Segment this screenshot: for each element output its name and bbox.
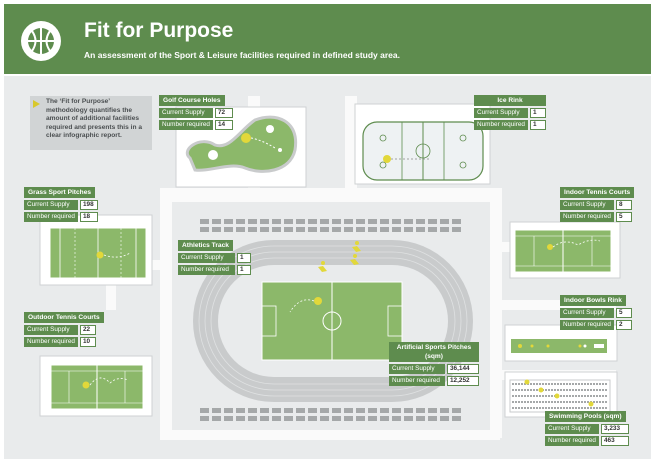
- bowls-rink-icon: [511, 339, 607, 353]
- artificial-required-value: 12,252: [447, 376, 479, 386]
- grass-pitch-icon: [49, 227, 147, 279]
- bowls-required-label: Number required: [560, 320, 614, 330]
- golf-required-value: 14: [215, 120, 233, 130]
- swimming-required-value: 463: [601, 436, 629, 446]
- outdoor-tennis-supply-value: 22: [80, 325, 96, 335]
- athletics-supply-label: Current Supply: [178, 253, 235, 263]
- indoor-tennis-required-value: 5: [616, 212, 632, 222]
- stadium-seating: [200, 219, 461, 421]
- athletics-required-label: Number required: [178, 265, 235, 275]
- athletics-card-title: Athletics Track: [178, 240, 233, 251]
- indoor-tennis-supply-value: 8: [616, 200, 632, 210]
- page-title: Fit for Purpose: [84, 19, 234, 42]
- intro-text: The ‘Fit for Purpose’ methodology quanti…: [46, 98, 142, 140]
- athletics-supply-value: 1: [237, 253, 251, 263]
- grass-required-value: 18: [80, 212, 98, 222]
- ice-required-value: 1: [530, 120, 546, 130]
- swimming-card-title: Swimming Pools (sqm): [545, 411, 626, 422]
- ice-supply-value: 1: [530, 108, 546, 118]
- grass-required-label: Number required: [24, 212, 78, 222]
- swimming-pool-icon: [509, 379, 611, 413]
- athletics-required-value: 1: [237, 265, 251, 275]
- header-banner: Fit for Purpose An assessment of the Spo…: [4, 4, 651, 74]
- golf-supply-label: Current Supply: [159, 108, 213, 118]
- ice-rink-icon: [362, 121, 484, 181]
- basketball-icon: [21, 21, 61, 61]
- bowls-required-value: 2: [616, 320, 632, 330]
- artificial-supply-label: Current Supply: [389, 364, 445, 374]
- outdoor-tennis-supply-label: Current Supply: [24, 325, 78, 335]
- grass-supply-label: Current Supply: [24, 200, 78, 210]
- golf-required-label: Number required: [159, 120, 213, 130]
- indoor-tennis-card-title: Indoor Tennis Courts: [560, 187, 635, 198]
- intro-box: [30, 96, 152, 150]
- page-subtitle: An assessment of the Sport & Leisure fac…: [84, 50, 401, 60]
- outdoor-tennis-card-title: Outdoor Tennis Courts: [24, 312, 104, 323]
- ice-required-label: Number required: [474, 120, 528, 130]
- ice-supply-label: Current Supply: [474, 108, 528, 118]
- bowls-card-title: Indoor Bowls Rink: [560, 295, 626, 306]
- indoor-tennis-icon: [514, 229, 612, 273]
- swimming-required-label: Number required: [545, 436, 599, 446]
- artificial-supply-value: 36,144: [447, 364, 479, 374]
- intro-arrow-icon: [33, 100, 40, 108]
- bowls-supply-value: 5: [616, 308, 632, 318]
- grass-card-title: Grass Sport Pitches: [24, 187, 96, 198]
- grass-supply-value: 198: [80, 200, 98, 210]
- indoor-tennis-supply-label: Current Supply: [560, 200, 614, 210]
- outdoor-tennis-icon: [50, 364, 144, 410]
- swimming-supply-value: 3,233: [601, 424, 629, 434]
- golf-supply-value: 72: [215, 108, 233, 118]
- ice-card-title: Ice Rink: [474, 95, 546, 106]
- outdoor-tennis-required-label: Number required: [24, 337, 78, 347]
- runner-icons: [318, 241, 361, 272]
- artificial-required-label: Number required: [389, 376, 445, 386]
- bowls-supply-label: Current Supply: [560, 308, 614, 318]
- indoor-tennis-required-label: Number required: [560, 212, 614, 222]
- golf-course-icon: [186, 115, 298, 173]
- artificial-card-title: Artificial Sports Pitches (sqm): [389, 342, 479, 362]
- swimming-supply-label: Current Supply: [545, 424, 599, 434]
- golf-card-title: Golf Course Holes: [159, 95, 225, 106]
- outdoor-tennis-required-value: 10: [80, 337, 96, 347]
